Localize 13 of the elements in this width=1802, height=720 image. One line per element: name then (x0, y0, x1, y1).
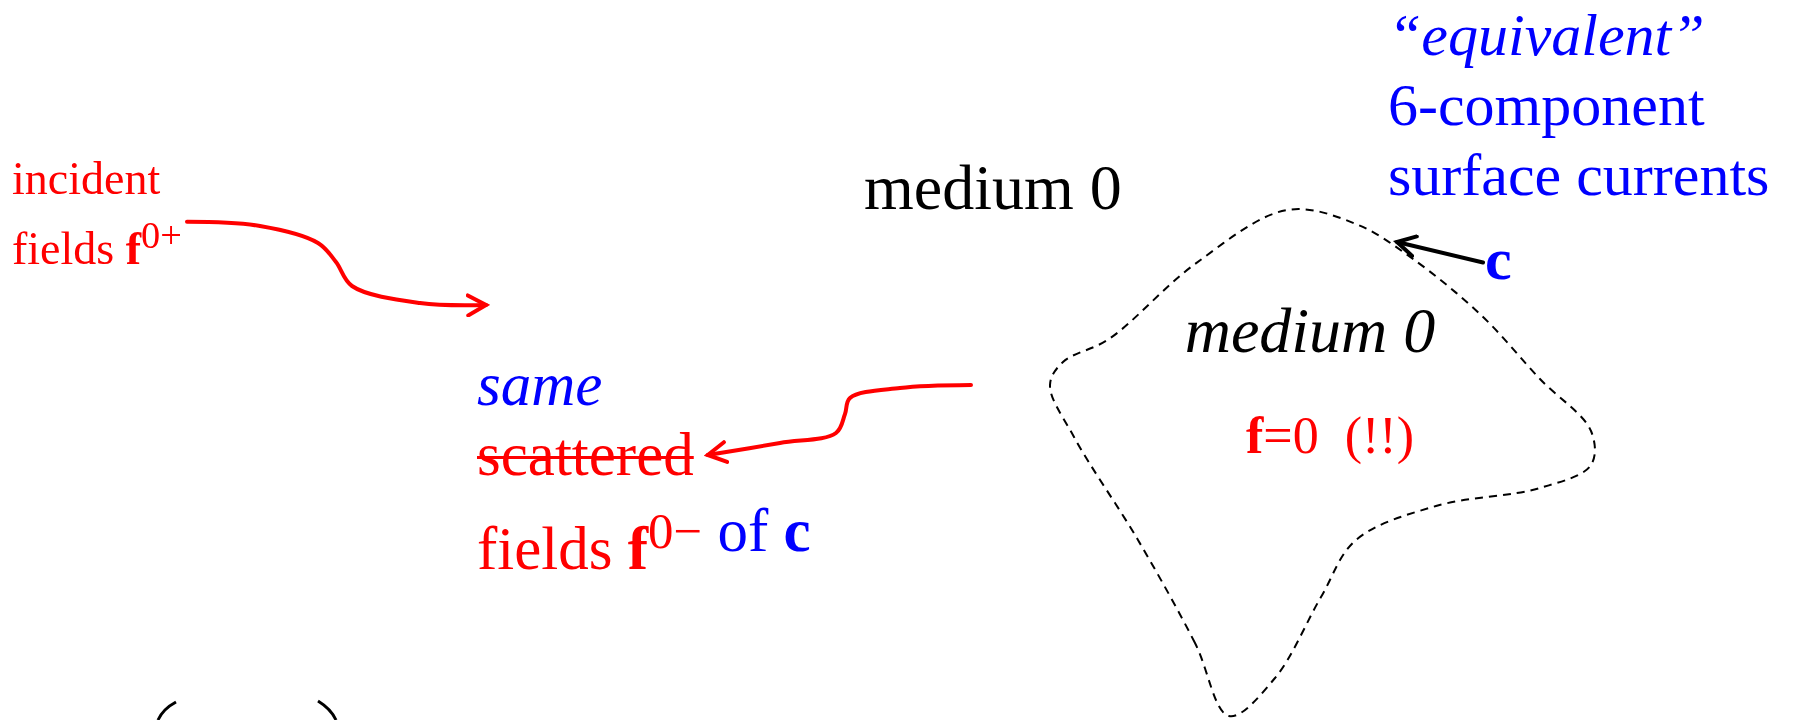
medium-label: medium 0 (864, 153, 1122, 223)
equivalent-label: “equivalent” (1388, 1, 1705, 70)
same-label: same (477, 354, 603, 416)
curved-arrow (705, 383, 973, 464)
incident-fields-label: incident fields f$^{0+}$ (12, 152, 183, 277)
scattered-fields-label: fields f$^{0−}$ (477, 502, 703, 581)
zero-field-label: f=0 (!!) (1246, 406, 1414, 466)
current-symbol: c (1485, 225, 1512, 294)
of-currents-label: of c (717, 500, 811, 562)
curved-arrow (185, 219, 488, 318)
inner-medium-label: medium 0 (1184, 296, 1436, 366)
scattered-struck-label: scattered (477, 424, 694, 486)
curved-arrow (1395, 234, 1485, 265)
